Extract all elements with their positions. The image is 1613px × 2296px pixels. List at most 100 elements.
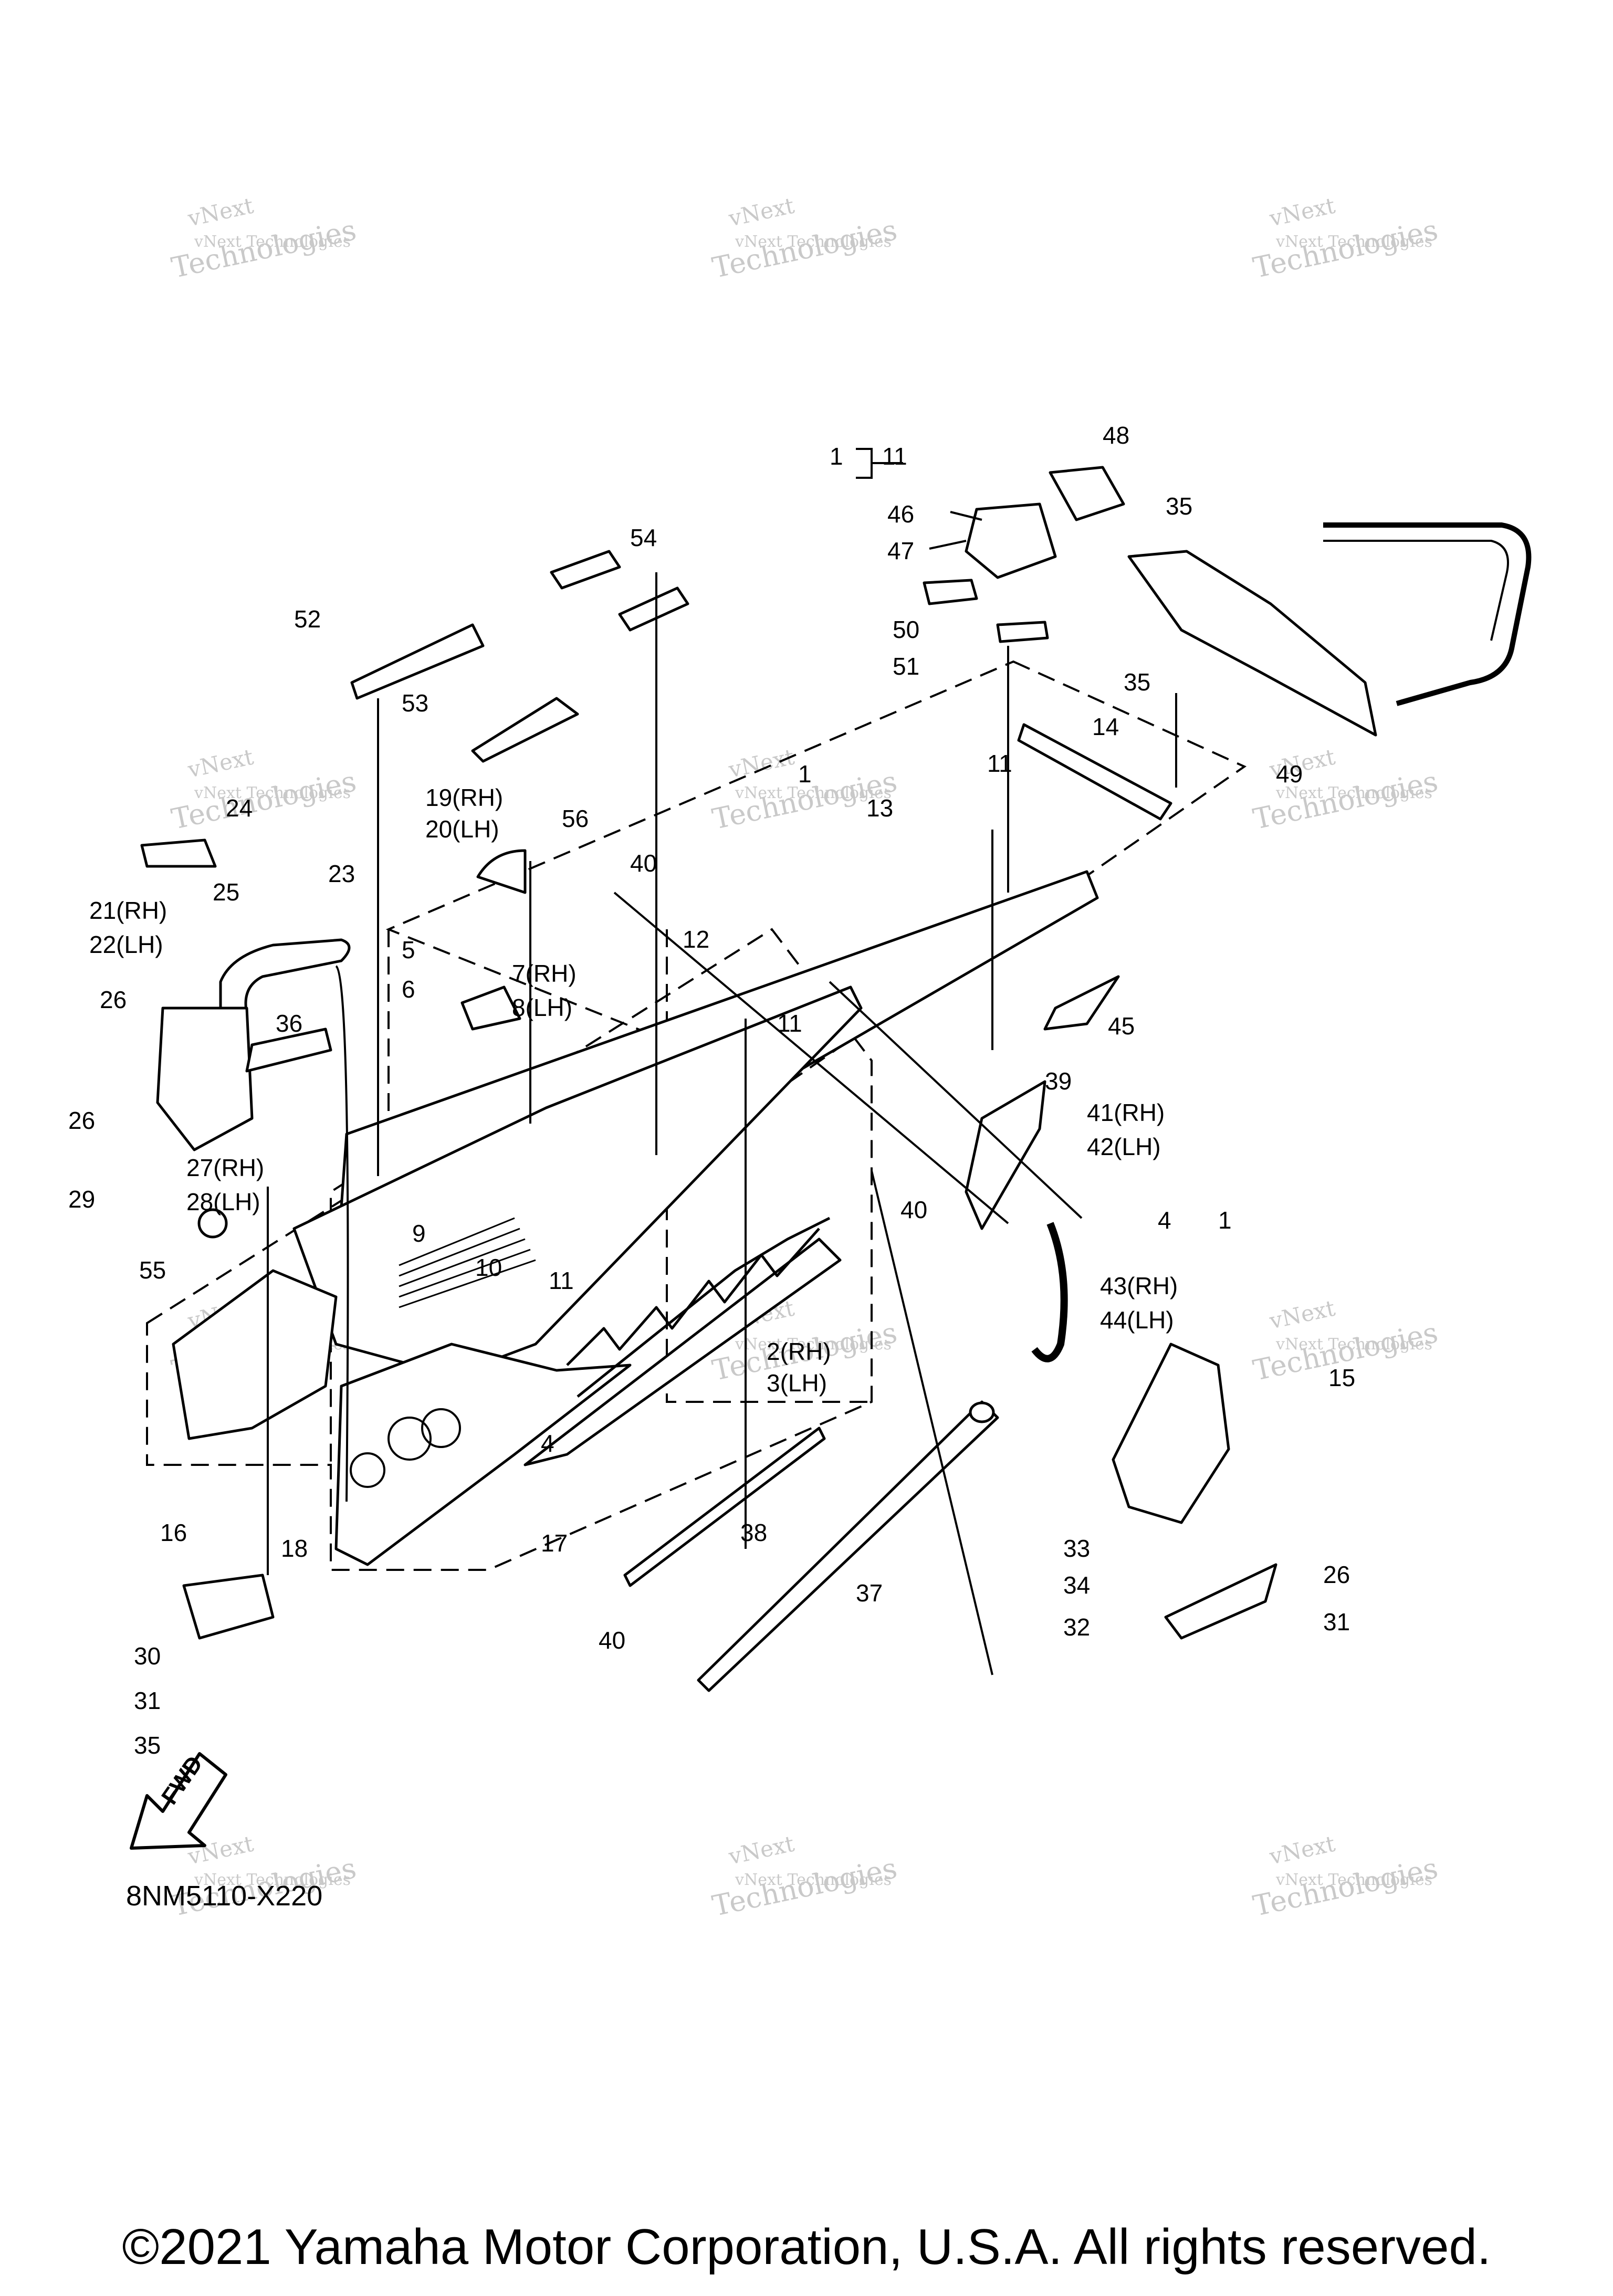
rail-38 xyxy=(623,1427,826,1587)
svg-text:vNext Technologies: vNext Technologies xyxy=(1275,233,1432,251)
callout-7: 7(RH) xyxy=(512,960,577,987)
grab-bar-21-22 xyxy=(219,938,351,1020)
footrest-panel-41-42 xyxy=(965,1080,1046,1230)
watermark: vNext vNext Technologies Technologies xyxy=(169,193,359,285)
callout-18: 18 xyxy=(281,1535,308,1562)
callout-49: 49 xyxy=(1276,760,1303,788)
callout-15: 15 xyxy=(1328,1364,1355,1391)
copyright-notice: ©2021 Yamaha Motor Corporation, U.S.A. A… xyxy=(122,2219,1491,2275)
callout-5: 5 xyxy=(402,936,415,963)
watermark: vNext vNext Technologies Technologies xyxy=(709,1831,900,1923)
svg-text:vNext: vNext xyxy=(1267,193,1337,232)
callout-39: 39 xyxy=(1045,1067,1072,1095)
callout-35: 35 xyxy=(134,1732,161,1759)
callout-11: 11 xyxy=(987,750,1012,777)
cooling-fins xyxy=(399,1217,536,1308)
svg-text:vNext Technologies: vNext Technologies xyxy=(194,1871,351,1889)
callout-27: 27(RH) xyxy=(186,1154,264,1181)
frame-side-right xyxy=(523,1238,842,1466)
callout-42: 42(LH) xyxy=(1087,1133,1161,1160)
front-bulkhead xyxy=(172,1269,338,1440)
cover-30 xyxy=(182,1574,275,1640)
callout-35: 35 xyxy=(1166,492,1192,520)
callout-28: 28(LH) xyxy=(186,1188,260,1215)
svg-text:vNext Technologies: vNext Technologies xyxy=(1275,1335,1432,1354)
callout-9: 9 xyxy=(412,1220,426,1247)
callout-34: 34 xyxy=(1063,1571,1090,1599)
callout-47: 47 xyxy=(887,537,914,564)
callout-11: 11 xyxy=(882,443,907,470)
svg-text:vNext: vNext xyxy=(726,1831,797,1870)
footrest-bracket-27-28 xyxy=(156,1007,254,1151)
trim-24 xyxy=(140,838,217,868)
mat-54a xyxy=(550,550,621,590)
callout-11: 11 xyxy=(549,1267,574,1294)
pad-36 xyxy=(245,1028,332,1073)
callout-4: 4 xyxy=(1158,1207,1171,1234)
callout-11: 11 xyxy=(777,1010,802,1037)
callout-13: 13 xyxy=(866,794,893,822)
callout-50: 50 xyxy=(893,616,919,643)
svg-text:vNext Technologies: vNext Technologies xyxy=(735,1335,892,1354)
svg-text:vNext: vNext xyxy=(1267,1295,1337,1334)
svg-text:vNext: vNext xyxy=(726,744,797,783)
callout-51: 51 xyxy=(893,653,919,680)
callout-17: 17 xyxy=(541,1529,568,1557)
callout-54: 54 xyxy=(630,524,657,551)
watermark: vNext vNext Technologies Technologies xyxy=(1250,1831,1441,1923)
taillight-lens xyxy=(1049,466,1125,521)
svg-text:vNext Technologies: vNext Technologies xyxy=(1275,784,1432,802)
svg-text:vNext Technologies: vNext Technologies xyxy=(194,233,351,251)
svg-text:vNext: vNext xyxy=(1267,1831,1337,1870)
strap-43-44 xyxy=(1031,1222,1068,1362)
callout-19: 19(RH) xyxy=(425,784,503,811)
callout-55: 55 xyxy=(139,1256,166,1284)
callout-2: 2(RH) xyxy=(767,1338,831,1365)
svg-text:vNext: vNext xyxy=(185,744,256,783)
rail-37 xyxy=(697,1400,999,1692)
callout-33: 33 xyxy=(1063,1535,1090,1562)
callout-56: 56 xyxy=(562,805,589,832)
mount-hole xyxy=(421,1408,461,1448)
svg-text:vNext Technologies: vNext Technologies xyxy=(735,233,892,251)
tunnel-chassis xyxy=(172,870,1099,1566)
callout-46: 46 xyxy=(887,500,914,528)
svg-text:vNext Technologies: vNext Technologies xyxy=(735,1871,892,1889)
callout-40: 40 xyxy=(599,1627,625,1654)
watermark: vNext vNext Technologies Technologies xyxy=(1250,193,1441,285)
callout-26: 26 xyxy=(1323,1561,1350,1588)
callout-12: 12 xyxy=(683,926,709,953)
grommet-55 xyxy=(197,1208,228,1239)
mount-hole xyxy=(350,1452,385,1488)
callout-1: 1 xyxy=(1218,1207,1232,1234)
callout-25: 25 xyxy=(213,878,239,906)
watermark: vNext vNext Technologies Technologies xyxy=(169,744,359,836)
callout-3: 3(LH) xyxy=(767,1369,827,1397)
callout-45: 45 xyxy=(1108,1012,1135,1040)
tunnel-floor xyxy=(292,986,863,1377)
drawing-code: 8NM5110-X220 xyxy=(126,1880,323,1912)
callout-26: 26 xyxy=(68,1107,95,1134)
rear-bumper xyxy=(1323,522,1532,706)
callout-16: 16 xyxy=(160,1519,187,1546)
snow-flap xyxy=(1127,550,1377,737)
rear-reflector-50 xyxy=(923,579,978,605)
rear-parts xyxy=(923,466,1532,1031)
callout-10: 10 xyxy=(475,1254,502,1281)
callout-1: 1 xyxy=(830,443,843,470)
callout-30: 30 xyxy=(134,1642,161,1670)
callout-24: 24 xyxy=(226,794,253,822)
svg-text:vNext Technologies: vNext Technologies xyxy=(194,784,351,802)
callout-35: 35 xyxy=(1124,668,1150,696)
frame-side-left xyxy=(334,1343,632,1566)
watermark: vNext vNext Technologies Technologies xyxy=(1250,744,1441,836)
callout-4: 4 xyxy=(541,1430,554,1457)
callout-20: 20(LH) xyxy=(425,815,499,843)
svg-text:vNext: vNext xyxy=(726,193,797,232)
callout-37: 37 xyxy=(856,1579,883,1607)
callout-52: 52 xyxy=(294,605,321,633)
callout-6: 6 xyxy=(402,976,415,1003)
step-32 xyxy=(1164,1563,1277,1640)
rail-assembly-boundary xyxy=(666,929,872,1403)
bracket-7-8 xyxy=(460,986,521,1031)
